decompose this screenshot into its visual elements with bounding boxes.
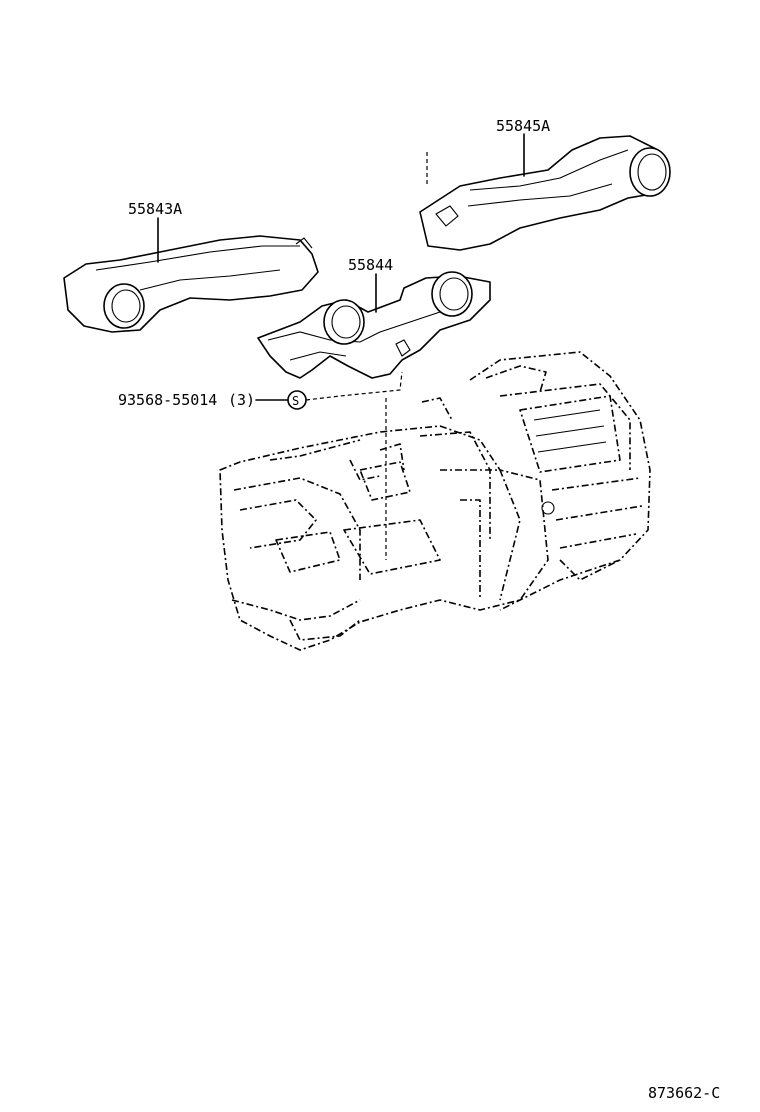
duct-55845a[interactable] — [419, 135, 671, 251]
label-55843a: 55843A — [128, 200, 182, 218]
label-fastener-qty: (3) — [228, 391, 255, 409]
screw-icon[interactable]: S — [287, 390, 307, 410]
duct-55844[interactable] — [257, 271, 491, 379]
fastener-dash-line — [305, 371, 403, 401]
svg-text:S: S — [292, 394, 299, 408]
label-55844: 55844 — [348, 256, 393, 274]
figure-id: 873662-C — [648, 1084, 720, 1102]
duct-55843a[interactable] — [63, 235, 319, 333]
label-fastener-part: 93568-55014 — [118, 391, 217, 409]
heater-unit-assembly — [219, 351, 651, 651]
label-55845a: 55845A — [496, 117, 550, 135]
